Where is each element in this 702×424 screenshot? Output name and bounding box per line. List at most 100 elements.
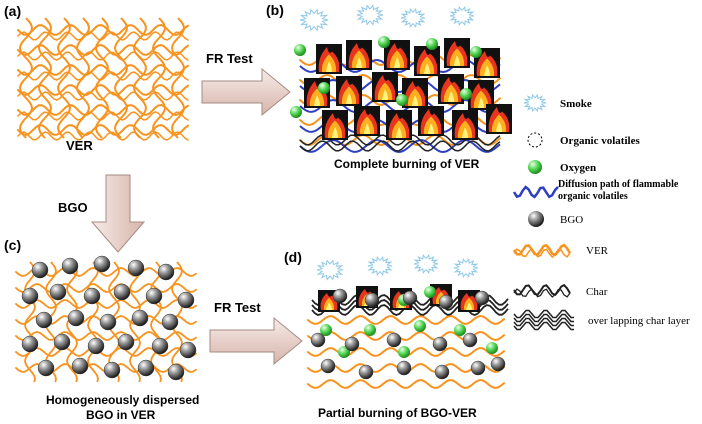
bgo-particle <box>113 283 131 301</box>
legend-ver-label: VER <box>586 245 609 257</box>
bgo-particle <box>61 257 79 275</box>
panel-b-caption: Complete burning of VER <box>334 157 480 171</box>
bgo-particle-icon <box>528 211 544 227</box>
ver-chain <box>66 261 78 383</box>
ver-chain <box>17 103 189 117</box>
flame-icon <box>372 72 398 102</box>
ver-chain <box>17 111 189 121</box>
panel-d-tag: (d) <box>284 249 302 265</box>
oxygen-molecule <box>424 286 436 298</box>
ver-chain <box>15 347 197 357</box>
oxygen-molecule <box>486 342 498 354</box>
legend-oxygen-label: Oxygen <box>560 162 596 174</box>
char-layer-icon <box>513 309 574 331</box>
panel-c-tag: (c) <box>4 237 21 253</box>
panel-b-burning <box>290 4 512 154</box>
flame-icon <box>474 48 500 78</box>
ver-chain <box>299 73 501 87</box>
smoke-cloud <box>367 256 393 276</box>
bgo-particle <box>99 313 117 331</box>
smoke-cloud <box>316 259 344 281</box>
bgo-particle <box>49 283 67 301</box>
ver-chain <box>17 83 189 97</box>
bgo-particle <box>31 261 49 279</box>
flame-icon <box>452 110 478 140</box>
ver-chain <box>17 131 189 141</box>
ver-chain <box>18 17 34 139</box>
panel-c-caption-line2: BGO in VER <box>86 408 156 422</box>
bgo-particle <box>179 341 197 359</box>
bgo-particle <box>53 333 71 351</box>
legend-bgo-label: BGO <box>560 214 583 226</box>
bgo-particle <box>83 287 101 305</box>
oxygen-molecule <box>470 46 482 58</box>
oxygen-molecule <box>320 324 332 336</box>
smoke-cloud <box>453 258 479 278</box>
flame-icon <box>322 110 348 140</box>
char-wave <box>513 288 571 298</box>
ver-chain <box>56 17 72 139</box>
ver-chain <box>17 31 189 41</box>
arrow-fr-test-top <box>201 67 291 117</box>
bgo-particle <box>344 336 360 352</box>
bgo-particle <box>364 292 380 308</box>
smoke-cloud <box>299 8 329 32</box>
legend-char-layer-label: over lapping char layer <box>588 315 690 327</box>
bgo-particle <box>93 255 111 273</box>
bgo-particle <box>310 332 326 348</box>
flame-icon <box>458 290 480 312</box>
ver-chain <box>94 17 110 139</box>
ver-chain <box>307 378 505 390</box>
panel-d-partial-burning <box>307 254 509 390</box>
bgo-particle <box>103 361 121 379</box>
bgo-particle <box>358 364 374 380</box>
bgo-particle <box>462 332 478 348</box>
ver-chain <box>113 17 129 139</box>
bgo-particle <box>470 360 486 376</box>
flame-icon <box>346 40 372 70</box>
bgo-particle <box>127 259 145 277</box>
bgo-particle <box>151 337 169 355</box>
bgo-particle <box>21 287 39 305</box>
oxygen-icon <box>528 160 542 174</box>
ver-chain <box>37 17 53 139</box>
ver-wave <box>512 243 572 257</box>
smoke-cloud <box>523 93 547 113</box>
bgo-particle <box>432 336 448 352</box>
ver-chain <box>17 63 189 77</box>
oxygen-molecule <box>396 94 408 106</box>
flame-icon <box>486 104 512 134</box>
flame-icon <box>438 74 464 104</box>
ver-chain <box>129 261 141 383</box>
char-wave <box>513 283 571 296</box>
flame-icon <box>316 44 342 74</box>
ver-chain <box>15 331 197 341</box>
ver-wave <box>513 247 571 259</box>
panel-a-tag: (a) <box>4 3 21 19</box>
bgo-particle <box>161 313 179 331</box>
ver-chain <box>17 43 189 57</box>
oxygen-molecule <box>398 346 410 358</box>
char-layer-wave <box>513 309 574 319</box>
legend-diffusion-label-1: Diffusion path of flammable <box>558 179 679 190</box>
legend-char-label: Char <box>586 286 608 298</box>
smoke-cloud <box>400 8 426 28</box>
oxygen-molecule <box>318 82 330 94</box>
bgo-particle <box>35 311 53 329</box>
arrow-top-label: FR Test <box>206 51 253 66</box>
arrow-bottom-label: FR Test <box>214 300 261 315</box>
bgo-particle <box>157 263 175 281</box>
flame-icon <box>468 80 494 110</box>
diffusion-path-icon <box>512 185 559 199</box>
flame-icon <box>444 38 470 68</box>
smoke-cloud <box>449 6 475 26</box>
bgo-particle <box>438 294 454 310</box>
bgo-particle <box>137 359 155 377</box>
char-icon <box>513 283 571 298</box>
arrow-fr-test-bottom <box>209 316 303 366</box>
flame-icon <box>386 110 412 140</box>
panel-d-caption: Partial burning of BGO-VER <box>318 406 477 420</box>
bgo-particle <box>474 290 490 306</box>
ver-chain <box>17 71 189 81</box>
flame-icon <box>336 76 362 106</box>
